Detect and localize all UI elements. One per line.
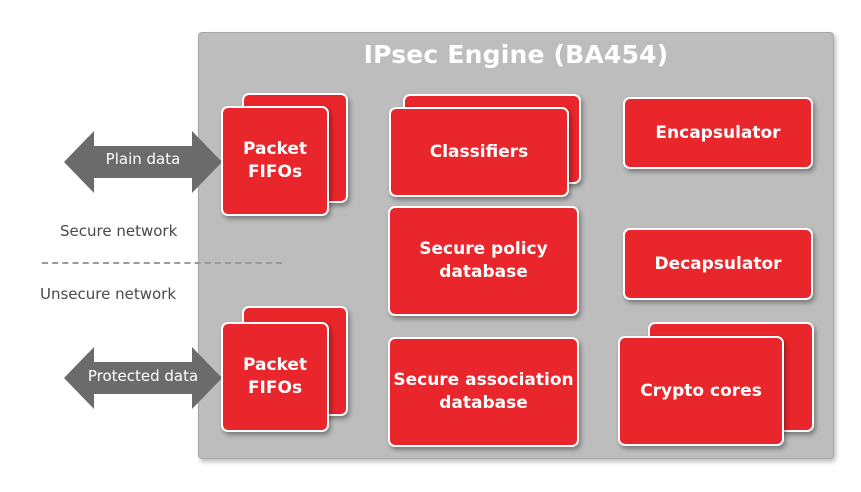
packet-fifos-bottom-label: Packet FIFOs — [242, 355, 308, 398]
engine-title: IPsec Engine (BA454) — [363, 40, 669, 69]
unsecure-network-label: Unsecure network — [40, 285, 177, 303]
classifiers-label: Classifiers — [429, 141, 529, 162]
packet-fifos-bottom: Packet FIFOs — [221, 322, 329, 432]
network-boundary-divider — [42, 262, 282, 264]
decapsulator: Decapsulator — [623, 228, 813, 300]
crypto-cores-label: Crypto cores — [640, 380, 762, 401]
protected-data-label: Protected data — [87, 367, 199, 385]
packet-fifos-top-label: Packet FIFOs — [242, 139, 308, 182]
secure-association-database: Secure association database — [388, 337, 579, 447]
classifiers: Classifiers — [389, 107, 569, 197]
encapsulator-label: Encapsulator — [655, 122, 781, 143]
decapsulator-label: Decapsulator — [654, 253, 782, 274]
plain-data-arrow — [64, 131, 222, 193]
secure-policy-database: Secure policy database — [388, 206, 579, 316]
packet-fifos-top: Packet FIFOs — [221, 106, 329, 216]
secure-network-label: Secure network — [60, 222, 178, 240]
secure-policy-database-label: Secure policy database — [419, 239, 548, 282]
encapsulator: Encapsulator — [623, 97, 813, 169]
crypto-cores: Crypto cores — [618, 336, 784, 446]
protected-data-arrow — [64, 347, 222, 409]
plain-data-label: Plain data — [105, 150, 181, 168]
secure-association-database-label: Secure association database — [393, 370, 574, 413]
